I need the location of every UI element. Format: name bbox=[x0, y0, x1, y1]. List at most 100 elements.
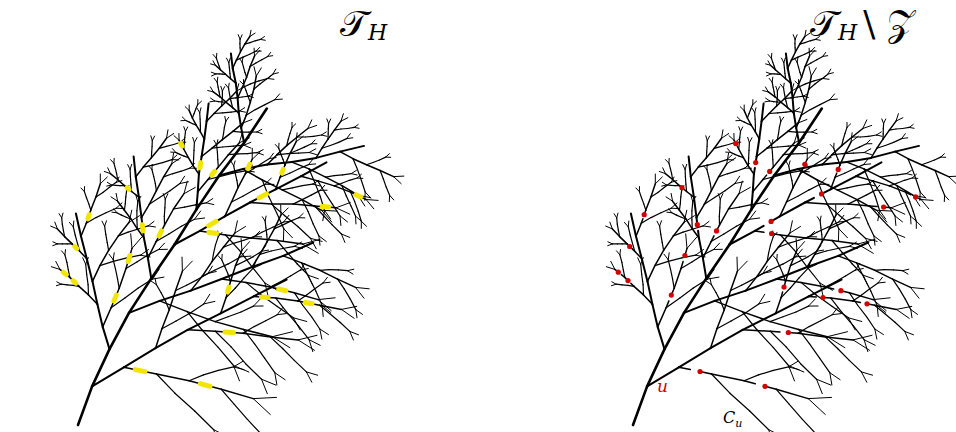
branch bbox=[749, 138, 752, 143]
branch bbox=[200, 231, 226, 235]
branch bbox=[106, 208, 116, 213]
branch bbox=[151, 146, 153, 152]
branch bbox=[893, 269, 902, 271]
branch bbox=[262, 379, 268, 394]
branch bbox=[632, 249, 635, 252]
branch bbox=[243, 190, 254, 196]
branch bbox=[184, 187, 195, 193]
branch bbox=[905, 331, 909, 340]
branch bbox=[877, 132, 882, 135]
branch bbox=[935, 157, 941, 160]
branch bbox=[62, 251, 65, 255]
branch bbox=[744, 375, 758, 381]
branch bbox=[798, 169, 817, 180]
branch bbox=[212, 140, 222, 149]
branch bbox=[610, 222, 613, 229]
branch bbox=[160, 191, 170, 198]
branch bbox=[802, 67, 806, 78]
branch bbox=[655, 177, 662, 184]
branch bbox=[162, 310, 169, 329]
branch bbox=[917, 181, 921, 192]
branch bbox=[832, 307, 848, 318]
branch bbox=[206, 199, 213, 203]
branch bbox=[719, 199, 721, 208]
branch bbox=[57, 229, 64, 237]
branch bbox=[753, 174, 754, 192]
branch bbox=[238, 98, 239, 113]
branch bbox=[200, 216, 225, 231]
branch bbox=[206, 203, 214, 205]
branch bbox=[779, 121, 780, 127]
branch bbox=[250, 51, 256, 54]
branch bbox=[244, 109, 267, 143]
branch bbox=[641, 218, 651, 224]
branch bbox=[153, 277, 165, 279]
branch bbox=[316, 152, 340, 158]
branch bbox=[620, 237, 628, 244]
branch bbox=[847, 124, 851, 128]
branch bbox=[642, 275, 643, 285]
branch bbox=[852, 147, 859, 150]
cut-vertex bbox=[913, 194, 918, 199]
branch bbox=[97, 304, 102, 327]
branch bbox=[184, 127, 186, 132]
branch bbox=[151, 136, 153, 141]
branch bbox=[212, 74, 217, 76]
branch bbox=[301, 176, 318, 181]
marked-edge bbox=[209, 221, 217, 225]
branch bbox=[782, 58, 784, 63]
branch bbox=[741, 127, 743, 131]
branch bbox=[283, 229, 284, 242]
branch bbox=[896, 309, 909, 318]
branch bbox=[668, 158, 669, 163]
branch bbox=[820, 228, 822, 235]
branch bbox=[252, 267, 265, 283]
branch bbox=[100, 250, 109, 265]
marked-edge bbox=[225, 329, 233, 335]
branch bbox=[254, 321, 266, 327]
branch bbox=[673, 180, 680, 186]
branch bbox=[823, 75, 828, 79]
branch bbox=[805, 198, 814, 203]
branch bbox=[254, 280, 287, 297]
branch bbox=[832, 241, 858, 245]
branch bbox=[731, 313, 745, 321]
branch bbox=[81, 188, 85, 192]
branch bbox=[919, 192, 920, 200]
branch bbox=[684, 169, 686, 176]
branch bbox=[809, 299, 816, 306]
branch bbox=[170, 184, 180, 191]
branch bbox=[727, 149, 730, 153]
branch bbox=[742, 312, 770, 322]
branch bbox=[791, 52, 795, 60]
branch bbox=[691, 211, 692, 220]
branch bbox=[789, 161, 790, 166]
branch bbox=[341, 118, 348, 121]
branch bbox=[874, 236, 875, 245]
branch bbox=[250, 89, 254, 102]
branch bbox=[641, 219, 643, 224]
branch bbox=[250, 203, 272, 205]
branch bbox=[236, 83, 238, 98]
branch bbox=[343, 174, 352, 175]
branch bbox=[292, 124, 296, 128]
branch bbox=[831, 298, 842, 312]
branch bbox=[636, 223, 641, 236]
branch bbox=[255, 39, 260, 40]
branch bbox=[624, 222, 628, 226]
cut-vertex bbox=[627, 244, 632, 249]
branch bbox=[774, 143, 799, 176]
branch bbox=[722, 134, 729, 139]
branch bbox=[737, 257, 738, 271]
branch bbox=[727, 171, 736, 174]
branch bbox=[672, 213, 677, 215]
branch bbox=[877, 306, 886, 313]
branch bbox=[130, 177, 132, 184]
cut-vertex bbox=[836, 167, 841, 172]
branch bbox=[62, 224, 63, 230]
branch bbox=[842, 137, 853, 146]
branch bbox=[149, 191, 156, 205]
branch bbox=[630, 235, 632, 243]
branch bbox=[265, 221, 267, 228]
branch bbox=[229, 68, 231, 73]
